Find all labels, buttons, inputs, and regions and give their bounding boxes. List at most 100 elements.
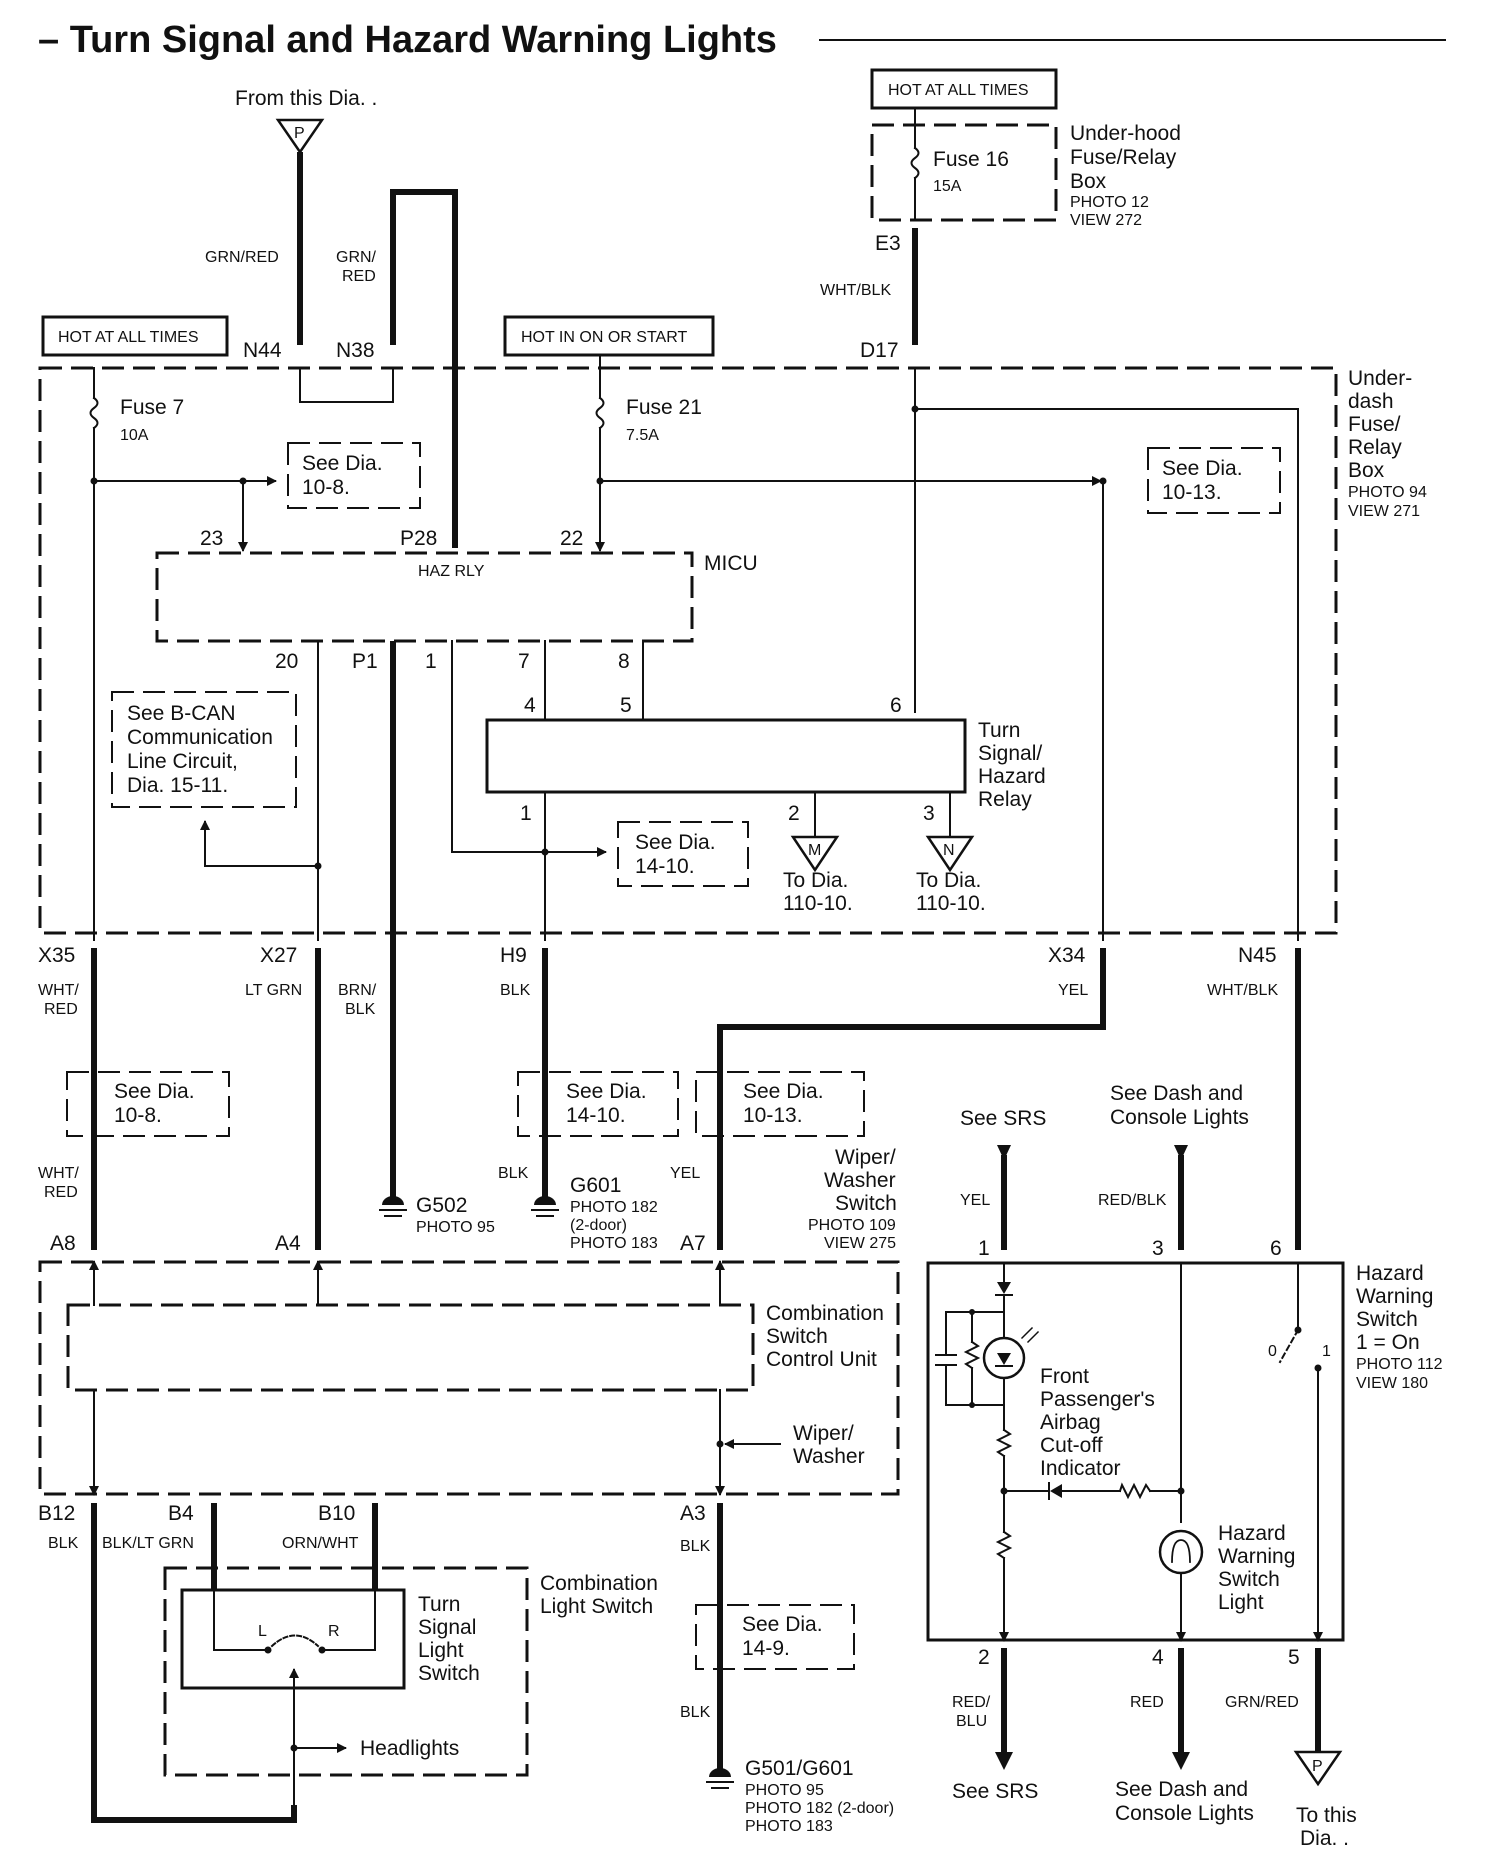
turn-switch-label-1: Turn	[418, 1593, 460, 1616]
hot-in-on-or-start: HOT IN ON OR START	[521, 329, 687, 346]
pin-x35: X35	[38, 944, 75, 967]
switch-r-label: R	[328, 1623, 340, 1640]
wire-color-blk-h9: BLK	[500, 982, 531, 999]
ground-g501-photo-2: PHOTO 182 (2-door)	[745, 1800, 894, 1817]
combination-control-unit-box	[66, 1303, 755, 1392]
relay-pin-1: 1	[520, 802, 532, 825]
wiper-switch-photo: PHOTO 109	[808, 1217, 896, 1234]
relay-pin-6: 6	[890, 694, 902, 717]
wire-color-red: RED	[1130, 1694, 1164, 1711]
underdash-photo: PHOTO 94	[1348, 484, 1427, 501]
wire-color-wht-blk: WHT/BLK	[820, 282, 891, 299]
underdash-view: VIEW 271	[1348, 503, 1420, 520]
micu-pin-22: 22	[560, 527, 583, 550]
junction-wiper	[716, 1440, 724, 1448]
wire-color-yel-2: YEL	[670, 1165, 700, 1182]
resistor-series-icon	[995, 1428, 1013, 1458]
hazard-light-label-1: Hazard	[1218, 1522, 1286, 1545]
relay-label-2: Signal/	[978, 742, 1042, 765]
bcan-label-1: See B-CAN	[127, 702, 236, 725]
wire-switch-r	[321, 1589, 376, 1651]
bcan-label-2: Communication	[127, 726, 273, 749]
turn-switch-label-3: Light	[418, 1639, 464, 1662]
wiper-switch-label-1: Wiper/	[835, 1146, 896, 1169]
to-dia-m-1: To Dia.	[783, 869, 848, 892]
micu-pin-p1: P1	[352, 650, 378, 673]
hazard-light-label-3: Switch	[1218, 1568, 1280, 1591]
led-light-rays-icon	[1020, 1326, 1040, 1344]
wire-color-wht-red-1b: RED	[44, 1001, 78, 1018]
connector-m-label: M	[808, 842, 821, 859]
relay-pin-5: 5	[620, 694, 632, 717]
wire-color-red-blu-b: BLU	[956, 1713, 987, 1730]
connector-p-bottom-label: P	[1312, 1758, 1323, 1775]
junction-par-bot	[969, 1402, 975, 1408]
hazard-pin-5: 5	[1288, 1646, 1300, 1669]
wiper-switch-view: VIEW 275	[824, 1235, 896, 1252]
combination-light-switch-box	[163, 1566, 529, 1777]
to-dia-m-2: 110-10.	[783, 892, 853, 915]
hazard-light-label-2: Warning	[1218, 1545, 1295, 1568]
see-dia-10-13-mid-1: See Dia.	[743, 1080, 824, 1103]
bulb-filament	[1171, 1539, 1191, 1563]
capacitor-icon	[935, 1354, 957, 1366]
wire-color-blk-b12: BLK	[48, 1535, 79, 1552]
fuse-16-symbol	[910, 146, 920, 180]
junction-par-top	[969, 1309, 975, 1315]
resistor-horizontal-icon	[1118, 1482, 1152, 1500]
indicator-label-5: Indicator	[1040, 1457, 1121, 1480]
see-dia-14-9-1: See Dia.	[742, 1613, 823, 1636]
relay-pin-2: 2	[788, 802, 800, 825]
connector-p-top	[275, 118, 325, 155]
hazard-label-3: Switch	[1356, 1308, 1418, 1331]
ground-g501-icon	[706, 1768, 734, 1789]
bcan-label-3: Line Circuit,	[127, 750, 238, 773]
control-unit-label-1: Combination	[766, 1302, 884, 1325]
led-diode-icon	[997, 1353, 1011, 1365]
pin-n44: N44	[243, 339, 282, 362]
hazard-pin-4: 4	[1152, 1646, 1164, 1669]
fuse-21-amp: 7.5A	[626, 427, 659, 444]
wiper-switch-label-2: Washer	[824, 1169, 896, 1192]
micu-label: MICU	[704, 552, 758, 575]
underdash-label-5: Box	[1348, 459, 1385, 482]
indicator-label-2: Passenger's	[1040, 1388, 1155, 1411]
wiper-switch-label-3: Switch	[835, 1192, 897, 1215]
see-dia-14-9-2: 14-9.	[742, 1637, 790, 1660]
ground-g502-photo: PHOTO 95	[416, 1219, 495, 1236]
ground-g502-label: G502	[416, 1194, 467, 1217]
fuse-7-label: Fuse 7	[120, 396, 184, 419]
wire-color-red-blk: RED/BLK	[1098, 1192, 1167, 1209]
arrow-dash-bottom	[1172, 1752, 1190, 1770]
see-dia-10-8-top-1: See Dia.	[302, 452, 383, 475]
see-dia-10-8-mid-1: See Dia.	[114, 1080, 195, 1103]
see-dash-bottom-2: Console Lights	[1115, 1802, 1254, 1825]
see-dia-10-8-mid-2: 10-8.	[114, 1104, 162, 1127]
wire-color-blk-2: BLK	[498, 1165, 529, 1182]
ground-g502-icon	[379, 1196, 407, 1217]
micu-pin-7: 7	[518, 650, 530, 673]
resistor-parallel-icon	[963, 1340, 981, 1370]
to-this-dia-2: Dia. .	[1300, 1827, 1349, 1850]
wire-color-wht-blk-n45: WHT/BLK	[1207, 982, 1278, 999]
turn-switch-label-4: Switch	[418, 1662, 480, 1685]
wire-color-red-blu-a: RED/	[952, 1694, 991, 1711]
micu-pin-1: 1	[425, 650, 437, 673]
hazard-label-4: 1 = On	[1356, 1331, 1420, 1354]
light-switch-label-1: Combination	[540, 1572, 658, 1595]
hot-at-all-times-1: HOT AT ALL TIMES	[58, 329, 199, 346]
combination-switch-box	[38, 1260, 900, 1496]
wire-color-wht-red-2a: WHT/	[38, 1165, 79, 1182]
bcan-label-4: Dia. 15-11.	[127, 774, 228, 797]
see-dia-10-13-box-top	[1147, 447, 1281, 514]
hazard-photo: PHOTO 112	[1356, 1356, 1443, 1373]
wire-color-yel-srs: YEL	[960, 1192, 990, 1209]
hazard-label-2: Warning	[1356, 1285, 1433, 1308]
underdash-label-1: Under-	[1348, 367, 1412, 390]
wire-color-blk-low: BLK	[680, 1704, 711, 1721]
wire-micu1	[451, 640, 546, 853]
hazard-switch-0: 0	[1268, 1343, 1277, 1360]
hot-at-all-times-box-2	[870, 68, 1058, 110]
indicator-label-3: Airbag	[1040, 1411, 1101, 1434]
connector-p-top-label: P	[294, 125, 305, 142]
